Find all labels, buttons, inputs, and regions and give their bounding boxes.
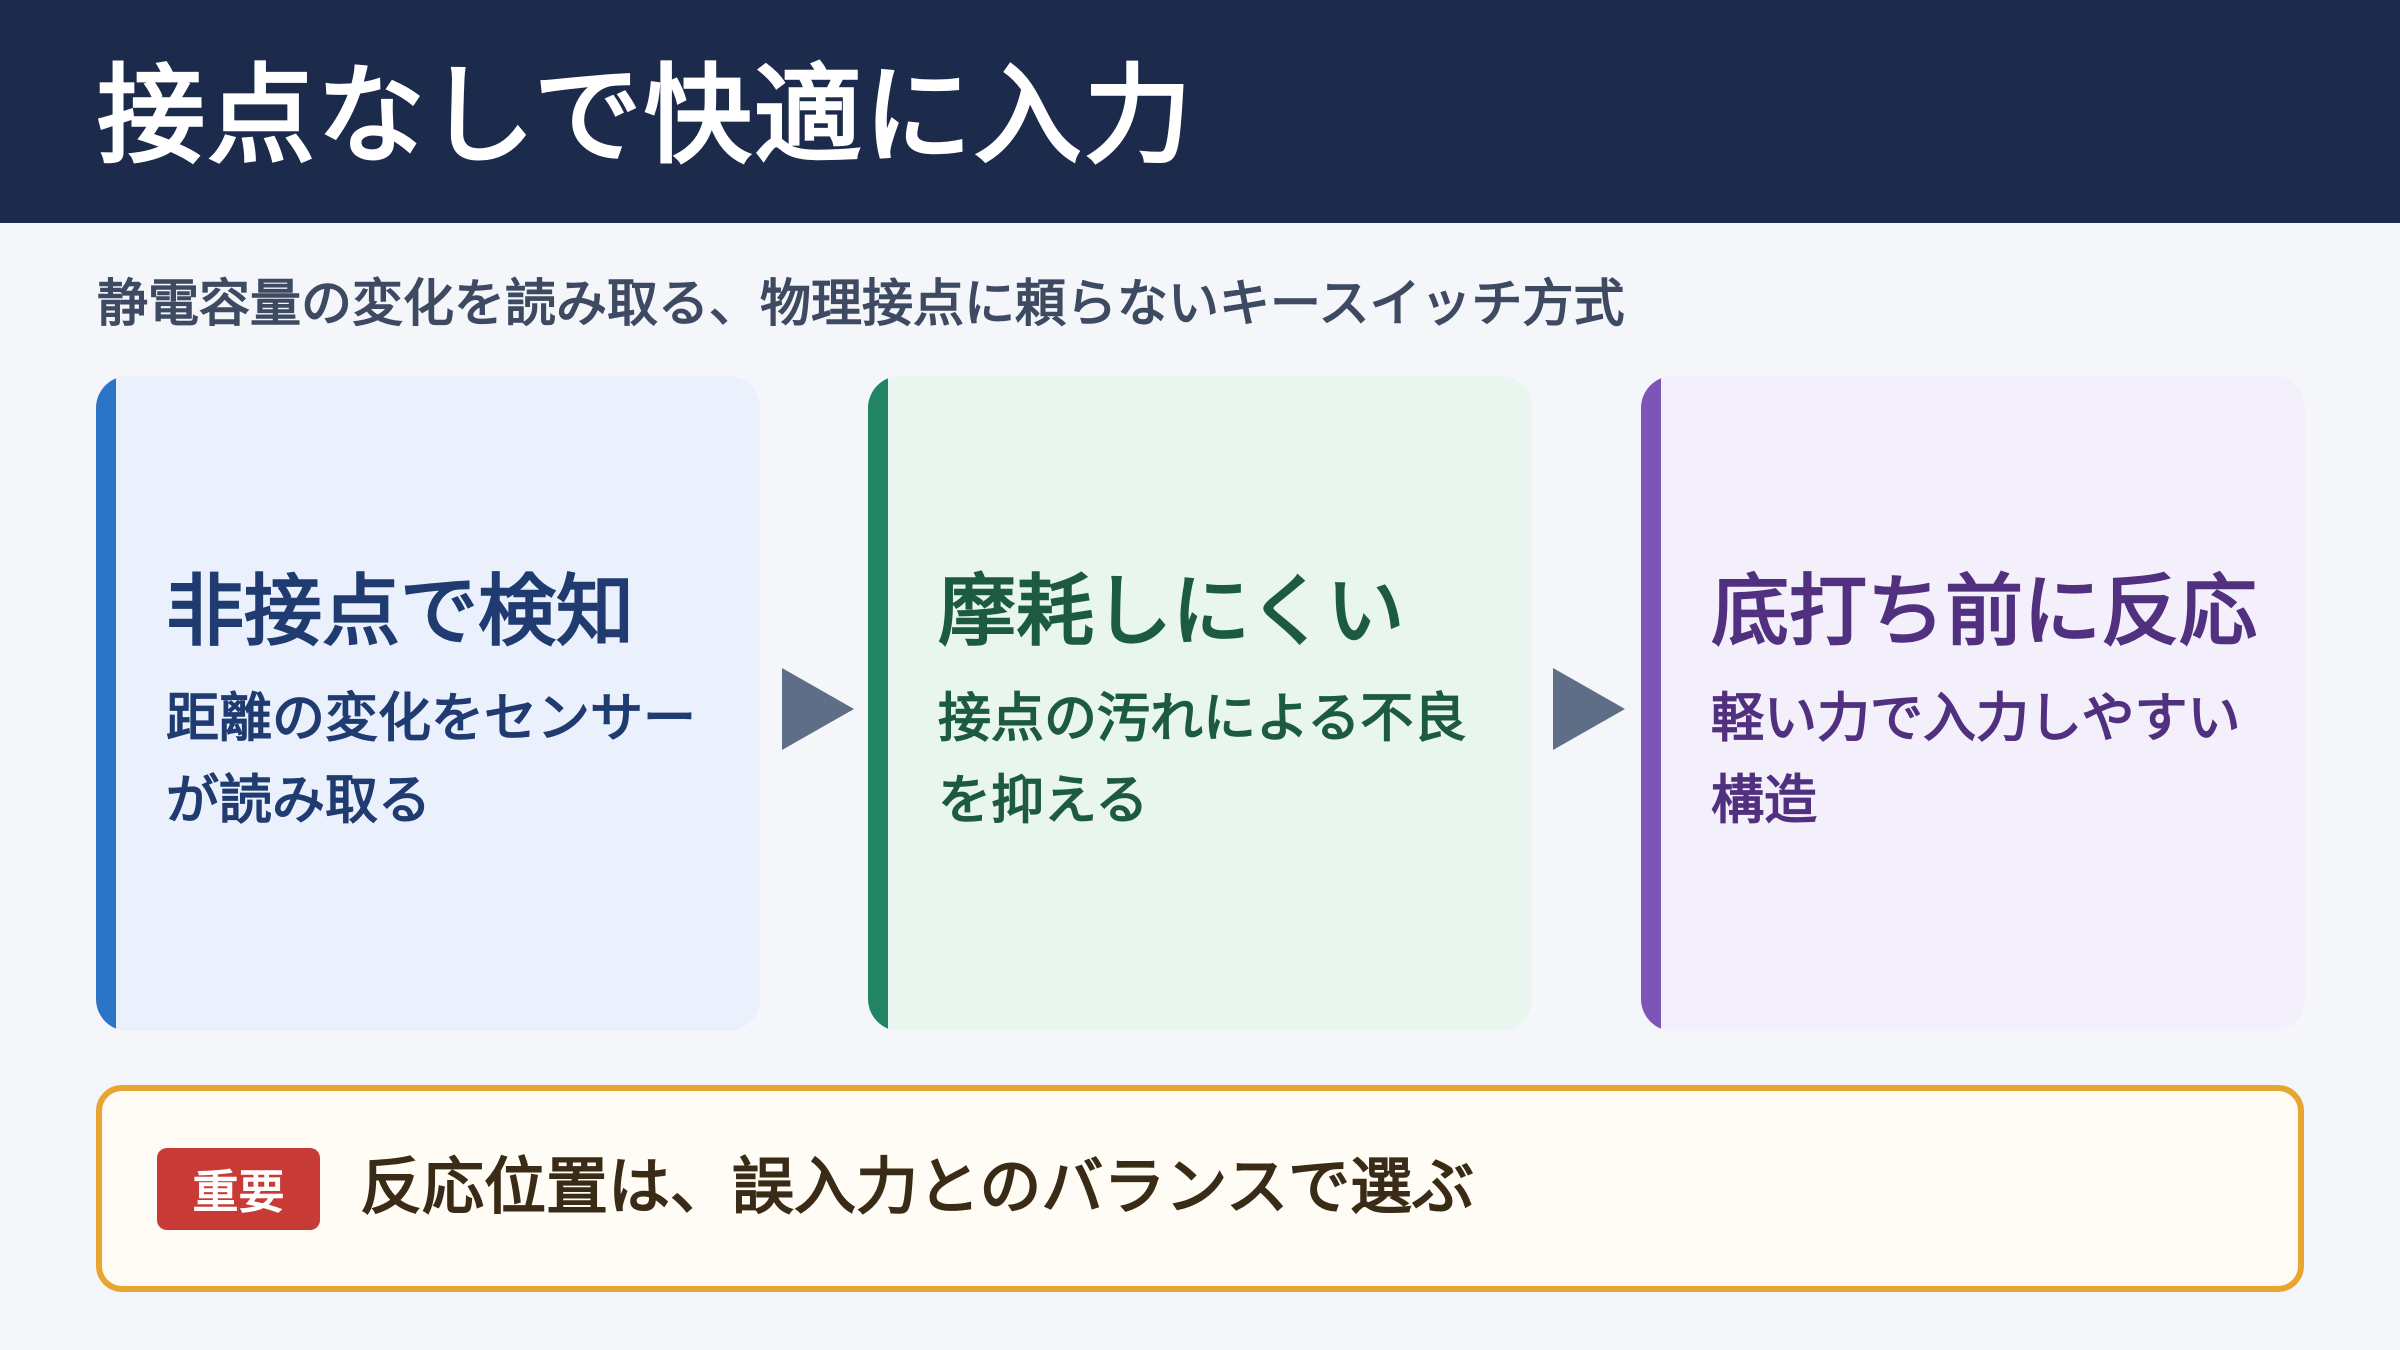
card-accent-bar xyxy=(1641,376,1661,1031)
important-badge: 重要 xyxy=(157,1148,320,1230)
card-heading: 非接点で検知 xyxy=(166,566,635,657)
feature-card-non-contact: 非接点で検知 距離の変化をセンサーが読み取る xyxy=(96,376,760,1031)
header-banner: 接点なしで快適に入力 xyxy=(0,0,2400,223)
card-accent-bar xyxy=(96,376,116,1031)
card-heading: 底打ち前に反応 xyxy=(1711,566,2258,657)
feature-card-early-actuation: 底打ち前に反応 軽い力で入力しやすい構造 xyxy=(1641,376,2305,1031)
card-heading: 摩耗しにくい xyxy=(938,566,1405,657)
page-title: 接点なしで快適に入力 xyxy=(97,54,1194,179)
note-text: 反応位置は、誤入力とのバランスで選ぶ xyxy=(360,1150,1475,1223)
important-note: 重要 反応位置は、誤入力とのバランスで選ぶ xyxy=(96,1085,2304,1292)
page-subtitle: 静電容量の変化を読み取る、物理接点に頼らないキースイッチ方式 xyxy=(97,275,1625,334)
feature-card-wear-resistant: 摩耗しにくい 接点の汚れによる不良を抑える xyxy=(868,376,1532,1031)
card-accent-bar xyxy=(868,376,888,1031)
card-description: 距離の変化をセンサーが読み取る xyxy=(166,687,696,831)
card-description: 接点の汚れによる不良を抑える xyxy=(938,687,1467,831)
triangle-right-icon xyxy=(782,668,854,750)
triangle-right-icon xyxy=(1553,668,1625,750)
card-description: 軽い力で入力しやすい構造 xyxy=(1711,687,2241,831)
